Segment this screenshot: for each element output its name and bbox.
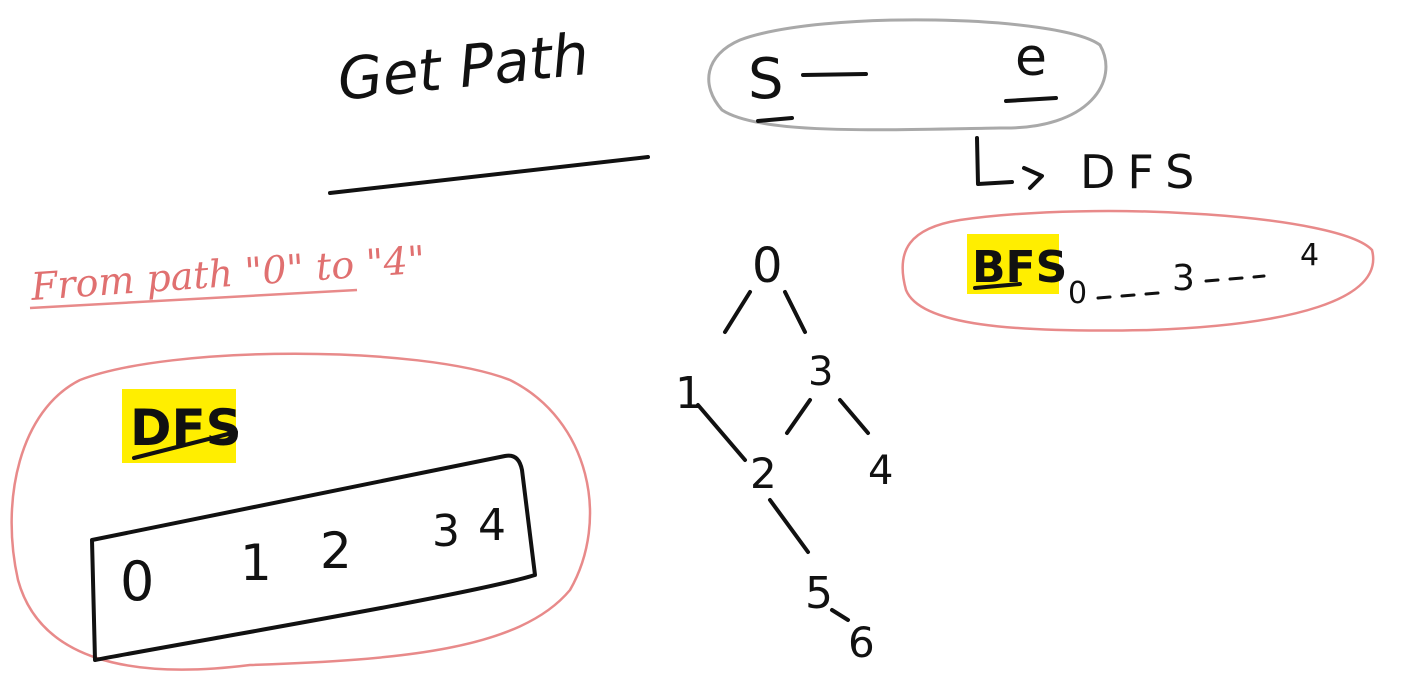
tree-edge-5-6 (830, 608, 850, 622)
dfs-highlight (122, 389, 236, 463)
tree-edge-3-2 (785, 398, 812, 435)
tree-edge-3-4 (838, 398, 870, 435)
dfs-label: DFS (130, 399, 242, 457)
start-dash (801, 72, 868, 77)
end-underline (1004, 96, 1058, 103)
tree-edge-2-5 (768, 498, 810, 554)
arrow-line (975, 136, 1014, 186)
dfs-underline (132, 430, 238, 460)
tree-node-4: 4 (868, 448, 893, 494)
bfs-underline (973, 282, 1022, 290)
dfs-path-1: 1 (240, 534, 272, 592)
tree-node-2: 2 (750, 449, 777, 498)
dfs-path-4: 4 (478, 500, 506, 551)
dfs-path-box (90, 453, 537, 662)
tree-node-6: 6 (848, 618, 875, 667)
dfs-path-3: 3 (432, 506, 460, 557)
bfs-path-2: 4 (1300, 238, 1319, 273)
bfs-path-0: 0 (1068, 276, 1087, 311)
dfs-blob (10, 352, 592, 671)
bfs-path-1: 3 (1172, 258, 1195, 299)
bfs-dash-1 (1096, 291, 1160, 300)
start-underline (756, 116, 794, 123)
dfs-path-0: 0 (120, 550, 154, 613)
start-label: S (748, 47, 784, 112)
title-underline (328, 155, 650, 195)
page-title: Get Path (334, 20, 592, 114)
tree-node-0: 0 (752, 238, 783, 294)
tree-node-3: 3 (808, 349, 833, 395)
bfs-oval (901, 209, 1375, 332)
red-note-underline (29, 288, 358, 310)
start-end-oval (707, 18, 1108, 132)
dfs-path-2: 2 (320, 522, 352, 580)
tree-edge-0-1 (723, 290, 752, 334)
tree-edge-0-3 (783, 290, 807, 334)
tree-edge-1-2 (696, 403, 747, 462)
end-label: e (1015, 28, 1047, 88)
arrow-head-icon (1022, 166, 1044, 190)
tree-node-1: 1 (675, 368, 703, 419)
bfs-dash-2 (1204, 274, 1266, 283)
arrow-target-label: DFS (1080, 145, 1206, 199)
tree-node-5: 5 (805, 568, 833, 619)
